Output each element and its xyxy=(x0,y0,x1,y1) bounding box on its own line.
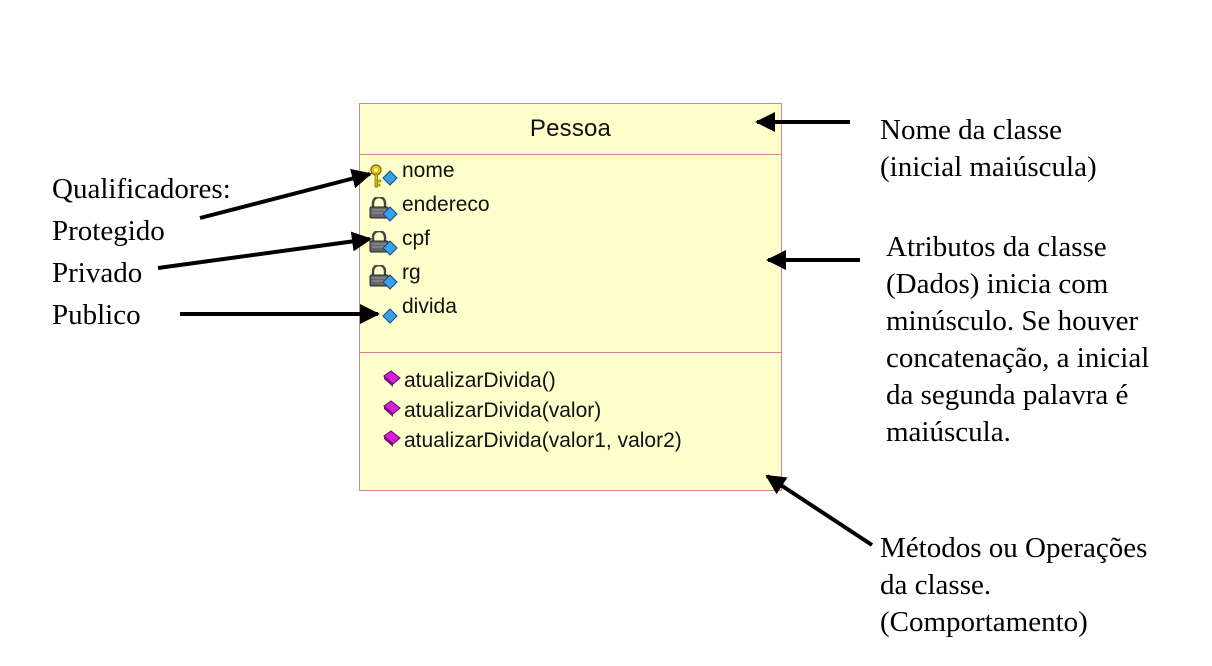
operation-name: atualizarDivida() xyxy=(404,368,556,392)
annotation-line: (Dados) inicia com xyxy=(886,268,1109,300)
class-name: Pessoa xyxy=(360,104,781,155)
attributes-compartment: nome endereco xyxy=(360,155,781,353)
annotation-line: minúsculo. Se houver xyxy=(886,305,1139,337)
operation-row: atualizarDivida(valor1, valor2) xyxy=(382,425,781,455)
methods-arrow xyxy=(765,474,874,547)
operation-name: atualizarDivida(valor1, valor2) xyxy=(404,428,682,452)
annotation-line: concatenação, a inicial xyxy=(886,342,1150,374)
operations-compartment: atualizarDivida() atualizarDivida(valor)… xyxy=(360,353,781,455)
annotation-line: Nome da classe xyxy=(880,114,1062,146)
operation-name: atualizarDivida(valor) xyxy=(404,398,602,422)
key-icon xyxy=(370,164,398,188)
annotation-line: maiúscula. xyxy=(886,416,1011,448)
uml-class-box: Pessoa nome xyxy=(359,103,782,491)
method-icon xyxy=(383,370,401,387)
class-name-annotation: Nome da classe (inicial maiúscula) xyxy=(880,112,1097,186)
attribute-row: nome xyxy=(368,159,781,193)
attribute-row: divida xyxy=(368,295,781,329)
method-icon xyxy=(383,400,401,417)
attribute-name: divida xyxy=(402,294,457,318)
operation-row: atualizarDivida() xyxy=(382,365,781,395)
attribute-name: endereco xyxy=(402,192,490,216)
attribute-row: rg xyxy=(368,261,781,295)
lock-icon xyxy=(369,197,398,222)
attribute-name: cpf xyxy=(402,226,431,250)
diamond-icon xyxy=(382,308,398,324)
annotation-line: Atributos da classe xyxy=(886,231,1107,263)
attributes-annotation: Atributos da classe (Dados) inicia com m… xyxy=(886,229,1149,451)
attribute-row: cpf xyxy=(368,227,781,261)
attribute-row: endereco xyxy=(368,193,781,227)
annotation-line: Protegido xyxy=(52,215,165,247)
annotation-line: Publico xyxy=(52,299,141,331)
method-icon xyxy=(383,430,401,447)
attribute-name: rg xyxy=(402,260,421,284)
annotation-line: da classe. xyxy=(880,569,992,601)
operation-row: atualizarDivida(valor) xyxy=(382,395,781,425)
annotation-line: Privado xyxy=(52,257,143,289)
annotation-line: (Comportamento) xyxy=(880,606,1088,638)
private-arrow xyxy=(157,231,372,270)
methods-annotation: Métodos ou Operações da classe. (Comport… xyxy=(880,530,1147,641)
protected-arrow xyxy=(199,168,372,220)
annotation-line: (inicial maiúscula) xyxy=(880,151,1097,183)
annotation-line: Métodos ou Operações xyxy=(880,532,1148,564)
lock-icon xyxy=(369,231,398,256)
annotation-line: da segunda palavra é xyxy=(886,379,1129,411)
lock-icon xyxy=(369,265,398,290)
attribute-name: nome xyxy=(402,158,455,182)
qualifiers-annotation: Qualificadores: Protegido Privado Public… xyxy=(52,168,231,336)
annotation-line: Qualificadores: xyxy=(52,173,231,205)
